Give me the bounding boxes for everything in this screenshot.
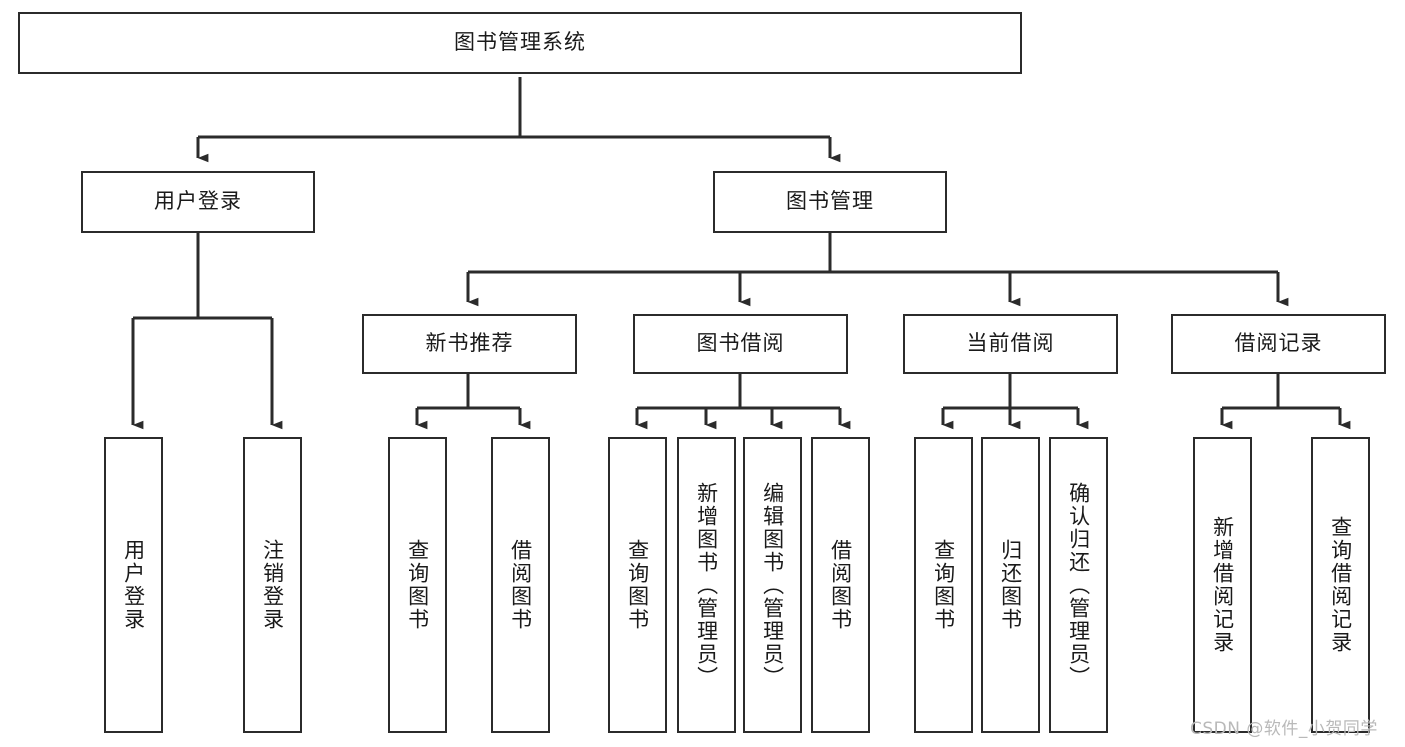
node-leaf-add-record[interactable]: 新增借阅记录	[1193, 437, 1252, 733]
node-current-borrow[interactable]: 当前借阅	[903, 314, 1118, 374]
node-label: 查询图书	[625, 539, 650, 631]
node-label: 图书管理系统	[454, 30, 586, 55]
node-book-management-system[interactable]: 图书管理系统	[18, 12, 1022, 74]
node-book-management[interactable]: 图书管理	[713, 171, 947, 233]
node-label: 用户登录	[154, 189, 242, 214]
node-leaf-edit-book[interactable]: 编辑图书（管理员）	[743, 437, 802, 733]
node-leaf-add-book[interactable]: 新增图书（管理员）	[677, 437, 736, 733]
node-leaf-query-book-2[interactable]: 查询图书	[608, 437, 667, 733]
node-label: 新书推荐	[425, 331, 514, 356]
node-label: 确认归还（管理员）	[1066, 481, 1091, 689]
node-leaf-query-book-1[interactable]: 查询图书	[388, 437, 447, 733]
node-leaf-query-record[interactable]: 查询借阅记录	[1311, 437, 1370, 733]
watermark-text: CSDN @软件_小贺同学	[1190, 719, 1378, 739]
node-leaf-user-login[interactable]: 用户登录	[104, 437, 163, 733]
node-borrow-record[interactable]: 借阅记录	[1171, 314, 1386, 374]
node-leaf-borrow-book-1[interactable]: 借阅图书	[491, 437, 550, 733]
node-user-login[interactable]: 用户登录	[81, 171, 315, 233]
node-label: 当前借阅	[966, 331, 1055, 356]
node-label: 查询图书	[931, 539, 956, 631]
node-label: 新增借阅记录	[1210, 516, 1235, 654]
node-leaf-logout-login[interactable]: 注销登录	[243, 437, 302, 733]
node-label: 新增图书（管理员）	[694, 481, 719, 689]
node-label: 查询图书	[405, 539, 430, 631]
node-label: 归还图书	[998, 539, 1023, 631]
node-new-book-recommend[interactable]: 新书推荐	[362, 314, 577, 374]
node-label: 图书管理	[786, 189, 874, 214]
node-label: 用户登录	[121, 539, 146, 631]
node-leaf-confirm-return[interactable]: 确认归还（管理员）	[1049, 437, 1108, 733]
node-label: 编辑图书（管理员）	[760, 481, 785, 689]
node-book-borrow[interactable]: 图书借阅	[633, 314, 848, 374]
node-label: 借阅图书	[828, 539, 853, 631]
node-leaf-query-book-3[interactable]: 查询图书	[914, 437, 973, 733]
node-label: 借阅图书	[508, 539, 533, 631]
node-leaf-return-book[interactable]: 归还图书	[981, 437, 1040, 733]
node-label: 查询借阅记录	[1328, 516, 1353, 654]
node-label: 借阅记录	[1234, 331, 1323, 356]
node-leaf-borrow-book-2[interactable]: 借阅图书	[811, 437, 870, 733]
node-label: 图书借阅	[696, 331, 785, 356]
node-label: 注销登录	[260, 539, 285, 631]
